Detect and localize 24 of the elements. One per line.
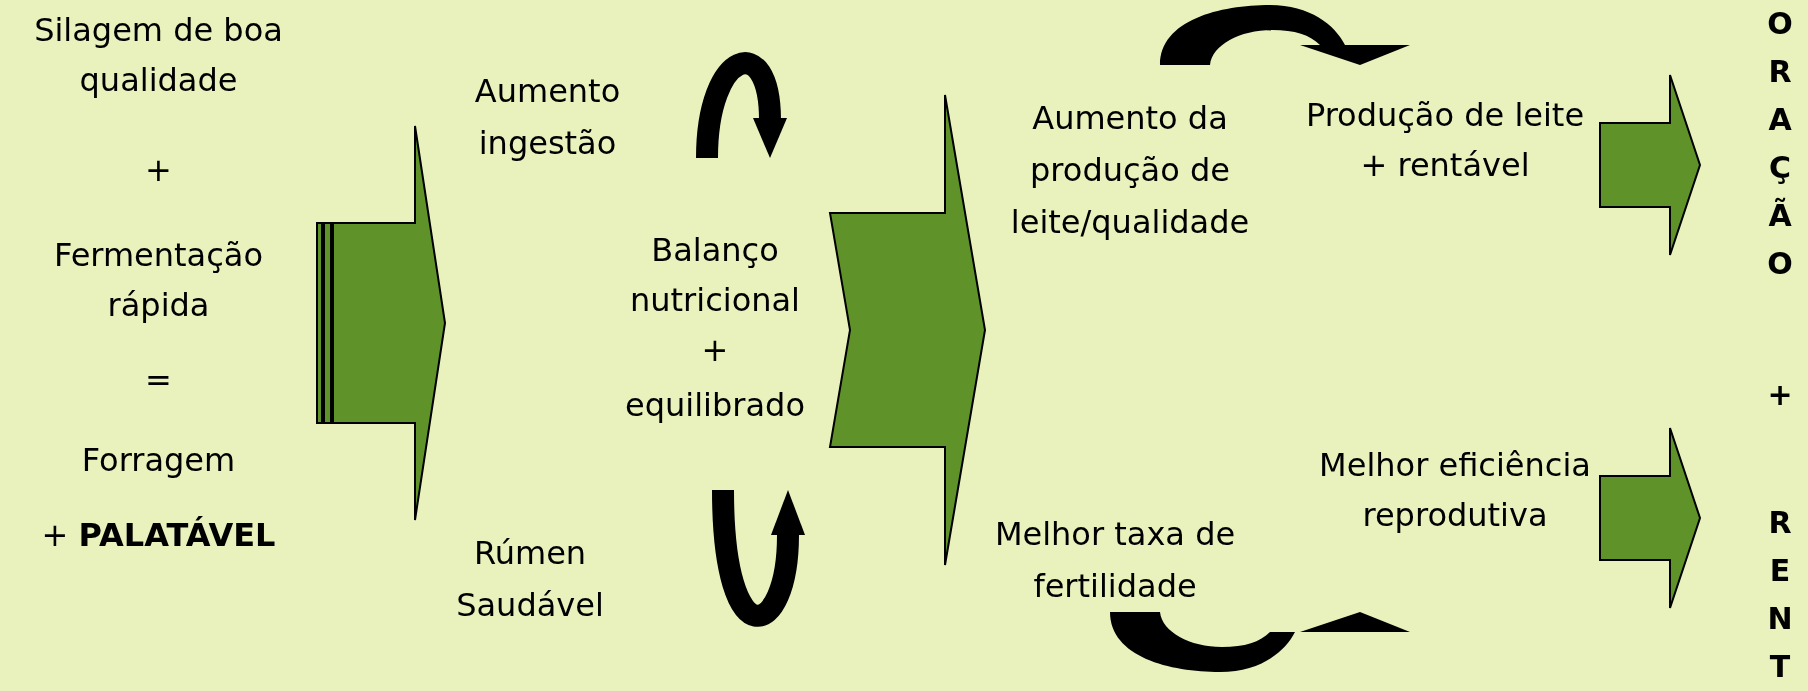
text-label: Rúmen Saudável (455, 533, 605, 626)
text-label: Aumento da produção de leite/qualidade (1009, 98, 1251, 243)
block-arrow (828, 94, 986, 566)
vertical-text: ORAÇÃO (1766, 5, 1794, 283)
vertical-text: + (1766, 376, 1794, 414)
text-label: + PALATÁVEL (40, 515, 277, 556)
text-label: Forragem (80, 440, 237, 481)
block-arrow (1599, 74, 1702, 256)
curved-arrow (1160, 5, 1410, 65)
text-label: Produção de leite + rentável (1304, 95, 1586, 186)
text-label: Melhor taxa de fertilidade (993, 514, 1237, 607)
text-label: equilibrado (624, 385, 806, 426)
text-label: Fermentação rápida (53, 235, 264, 326)
curved-arrow (1110, 612, 1410, 672)
text-label: Aumento ingestão (473, 71, 622, 164)
vertical-text: RENT (1766, 504, 1794, 686)
text-label: = (144, 360, 173, 401)
text-label: + (700, 330, 730, 371)
text-label: Balanço nutricional (629, 230, 801, 321)
block-arrow (316, 125, 446, 521)
text-label: Melhor eficiência reprodutiva (1318, 445, 1592, 536)
text-label: + (144, 150, 173, 191)
block-arrow (1599, 427, 1702, 609)
text-label: Silagem de boa qualidade (33, 10, 284, 101)
